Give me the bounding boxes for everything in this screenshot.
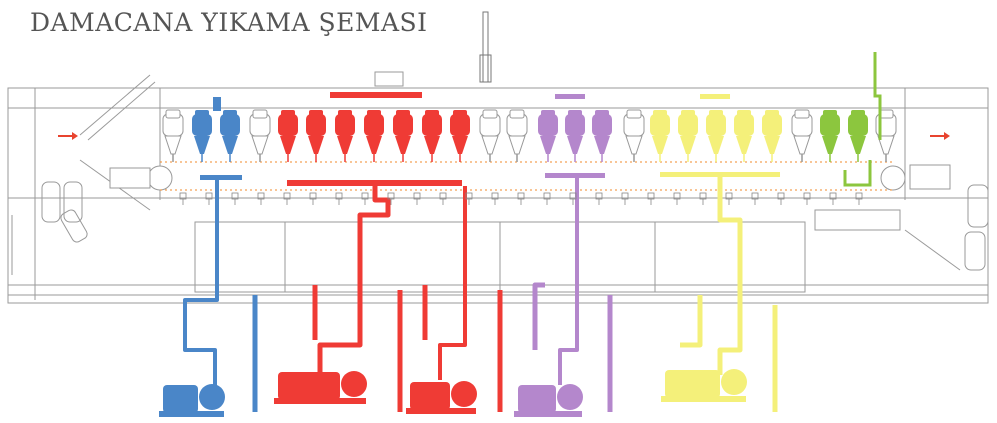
nozzle (595, 192, 603, 205)
blue-bottle (220, 110, 240, 162)
purple-bottle (565, 110, 585, 162)
yellow-spray-bar (660, 172, 780, 177)
nozzle (335, 192, 343, 205)
pipe-network (183, 92, 780, 412)
yellow-bottle (706, 110, 726, 162)
red-bottle (364, 110, 384, 162)
purple-pump (514, 384, 583, 417)
nozzle (803, 192, 811, 205)
purple-header (555, 94, 585, 99)
nozzle (777, 192, 785, 205)
yellow-return (680, 295, 703, 348)
red-spray-bar (287, 180, 462, 186)
nozzle (465, 192, 473, 205)
purple-return (532, 282, 545, 350)
input-bottles (41, 181, 88, 243)
red-bottle (335, 110, 355, 162)
nozzle (647, 192, 655, 205)
nozzle-row (179, 192, 863, 205)
red-bottle (278, 110, 298, 162)
yellow-bottle (650, 110, 670, 162)
red-bottle (422, 110, 442, 162)
nozzle (699, 192, 707, 205)
nozzle (569, 192, 577, 205)
red-bottle (393, 110, 413, 162)
yellow-bottle (678, 110, 698, 162)
rinse-bottle (791, 109, 813, 162)
nozzle (205, 192, 213, 205)
yellow-pump (661, 369, 747, 402)
nozzle (387, 192, 395, 205)
conveyor-rollers (109, 164, 951, 191)
blue-header (213, 97, 221, 111)
red-pipe-1 (317, 186, 391, 380)
green-supply-line (843, 52, 882, 187)
nozzle (283, 192, 291, 205)
nozzle (361, 192, 369, 205)
blue-bottle (192, 110, 212, 162)
nozzle (725, 192, 733, 205)
purple-bottle (592, 110, 612, 162)
entry-arrow-icon (58, 132, 78, 140)
nozzle (673, 192, 681, 205)
blue-pump (159, 384, 225, 417)
red-top-header (330, 92, 422, 98)
yellow-bottle (762, 110, 782, 162)
conveyor-chain (160, 161, 893, 191)
red-pump-1 (274, 371, 367, 404)
nozzle (491, 192, 499, 205)
nozzle (179, 192, 187, 205)
red-pump-2 (406, 381, 477, 414)
purple-spray-bar (545, 173, 605, 178)
rinse-bottle (479, 109, 501, 162)
exit-arrow-icon (930, 132, 950, 140)
blue-pipe (183, 178, 219, 395)
green-bottle (848, 110, 868, 162)
nozzle (439, 192, 447, 205)
red-bottle (450, 110, 470, 162)
nozzle (751, 192, 759, 205)
bottle-rows (162, 109, 897, 162)
yellow-pipe (717, 177, 743, 375)
purple-pipe (558, 178, 579, 385)
nozzle (543, 192, 551, 205)
blue-spray-bar (200, 175, 242, 180)
red-bottle (306, 110, 326, 162)
nozzle (855, 192, 863, 205)
yellow-bottle (734, 110, 754, 162)
nozzle (517, 192, 525, 205)
rinse-bottle (249, 109, 271, 162)
output-bottles (964, 184, 989, 271)
nozzle (621, 192, 629, 205)
rinse-bottle (623, 109, 645, 162)
nozzle (309, 192, 317, 205)
purple-bottle (538, 110, 558, 162)
yellow-header (700, 94, 730, 99)
rinse-bottle (162, 109, 184, 162)
red-pipe-2 (438, 186, 467, 380)
rinse-bottle (506, 109, 528, 162)
pump-units (159, 369, 747, 417)
nozzle (829, 192, 837, 205)
exhaust-stack (479, 11, 492, 83)
green-bottle (820, 110, 840, 162)
nozzle (231, 192, 239, 205)
page-title: DAMACANA YIKAMA ŞEMASI (30, 8, 428, 37)
nozzle (257, 192, 265, 205)
nozzle (413, 192, 421, 205)
